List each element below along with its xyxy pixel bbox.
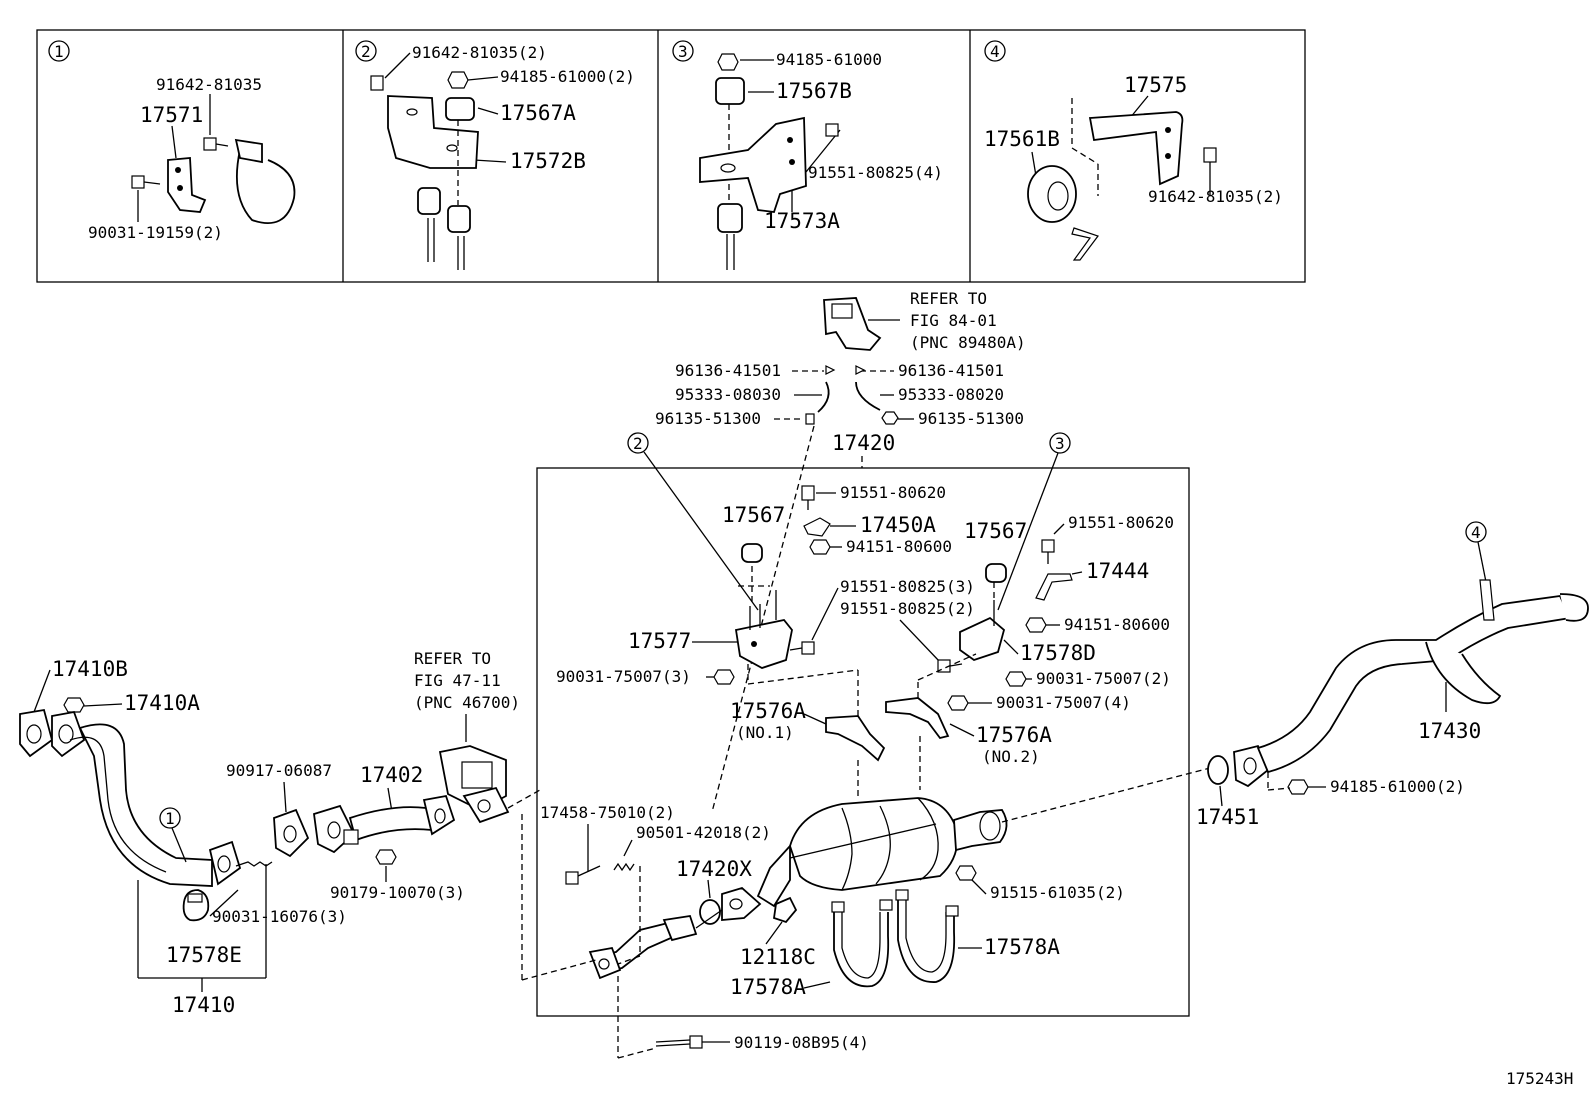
inset-panel-1-index: 1 <box>54 42 64 61</box>
label-17567-left: 17567 <box>722 503 785 527</box>
label-17420X: 17420X <box>676 857 752 881</box>
label-90917-06087: 90917-06087 <box>226 761 332 780</box>
refer-note-fig84-line3: (PNC 89480A) <box>910 333 1026 352</box>
label-17576A-no2-sub: (NO.2) <box>982 747 1040 766</box>
label-91551-80620-b: 91551-80620 <box>1068 513 1174 532</box>
callout-3: 3 <box>997 432 1071 611</box>
label-17578D: 17578D <box>1020 641 1096 665</box>
label-17410: 17410 <box>172 993 235 1017</box>
label-90501-42018: 90501-42018(2) <box>636 823 771 842</box>
fasteners-bottom: 17458-75010(2) 90501-42018(2) 12118C 175… <box>540 803 1125 1059</box>
label-90179-10070: 90179-10070(3) <box>330 883 465 902</box>
label-17402: 17402 <box>360 763 423 787</box>
label-94185-61000-2: 94185-61000(2) <box>1330 777 1465 796</box>
label-95333-08020: 95333-08020 <box>898 385 1004 404</box>
label-17571: 17571 <box>140 103 203 127</box>
label-17578E: 17578E <box>166 943 242 967</box>
tail-pipe-17430: 4 17430 17451 94185-61000(2) <box>1001 521 1589 829</box>
inset-panel-3-index: 3 <box>678 42 688 61</box>
label-17567B: 17567B <box>776 79 852 103</box>
label-17572B: 17572B <box>510 149 586 173</box>
bracket-17577: 17577 91551-80825(3) 90031-75007(3) <box>556 566 975 686</box>
label-17458-75010: 17458-75010(2) <box>540 803 675 822</box>
sensor-group: REFER TO FIG 84-01 (PNC 89480A) 96136-41… <box>655 289 1026 813</box>
label-17567A: 17567A <box>500 101 576 125</box>
label-91642-81035-2: 91642-81035(2) <box>412 43 547 62</box>
refer-note-fig84-line1: REFER TO <box>910 289 987 308</box>
callout-3-text: 3 <box>1055 434 1065 453</box>
inset-panel-2-index: 2 <box>361 42 371 61</box>
label-96135-51300-left: 96135-51300 <box>655 409 761 428</box>
bracket-17578D: 91551-80825(2) 17578D 90031-75007(2) 900… <box>840 582 1171 712</box>
label-17420: 17420 <box>832 431 895 455</box>
refer-note-fig47-line3: (PNC 46700) <box>414 693 520 712</box>
label-17578A-left: 17578A <box>730 975 806 999</box>
label-94185-61000: 94185-61000 <box>776 50 882 69</box>
catalytic-assembly-box: 17420 <box>536 431 1190 1017</box>
inset-panel-2: 2 91642-81035(2) 94185-61000(2) 17567A 1… <box>355 40 635 270</box>
label-17410B: 17410B <box>52 657 128 681</box>
label-17410A: 17410A <box>124 691 200 715</box>
label-96136-41501-right: 96136-41501 <box>898 361 1004 380</box>
inset-panel-4-index: 4 <box>990 42 1000 61</box>
label-17567-right: 17567 <box>964 519 1027 543</box>
label-12118C: 12118C <box>740 945 816 969</box>
front-pipe-17410: 17410B 17410A 1 17578E 90031-16076(3) 17… <box>19 657 347 1017</box>
label-91515-61035: 91515-61035(2) <box>990 883 1125 902</box>
label-17430: 17430 <box>1418 719 1481 743</box>
heat-shields: 17576A (NO.1) 17576A (NO.2) <box>730 653 1052 800</box>
callout-2-text: 2 <box>633 434 643 453</box>
label-96136-41501-left: 96136-41501 <box>675 361 781 380</box>
label-90031-75007-4: 90031-75007(4) <box>996 693 1131 712</box>
label-17576A-no2: 17576A <box>976 723 1052 747</box>
label-91551-80825-3: 91551-80825(3) <box>840 577 975 596</box>
label-94185-61000-2: 94185-61000(2) <box>500 67 635 86</box>
label-17576A-no1-sub: (NO.1) <box>736 723 794 742</box>
figure-id: 175243H <box>1506 1069 1573 1088</box>
inset-panel-3: 3 94185-61000 17567B 91551-80825(4) 1757… <box>672 40 943 270</box>
label-17451: 17451 <box>1196 805 1259 829</box>
inset-panel-4: 4 17575 17561B 91642-81035(2) <box>984 40 1283 261</box>
callout-2: 2 <box>627 432 759 611</box>
inlet-pipe-17420X: 17420X <box>588 857 762 980</box>
label-90031-75007-3: 90031-75007(3) <box>556 667 691 686</box>
label-17450A: 17450A <box>860 513 936 537</box>
catalytic-converter-17420 <box>756 797 1008 908</box>
refer-note-fig84-line2: FIG 84-01 <box>910 311 997 330</box>
label-91642-81035-2b: 91642-81035(2) <box>1148 187 1283 206</box>
pipe-17402-group: 90917-06087 17402 90179-10070(3) <box>226 761 465 902</box>
label-96135-51300-right: 96135-51300 <box>918 409 1024 428</box>
label-91642-81035: 91642-81035 <box>156 75 262 94</box>
refer-note-fig47-line1: REFER TO <box>414 649 491 668</box>
label-91551-80825-4: 91551-80825(4) <box>808 163 943 182</box>
upper-hardware: 91551-80620 17450A 94151-80600 17567 175… <box>722 483 1174 634</box>
label-17561B: 17561B <box>984 127 1060 151</box>
label-94151-80600-a: 94151-80600 <box>846 537 952 556</box>
label-90119-08B95: 90119-08B95(4) <box>734 1033 869 1052</box>
label-94151-80600-b: 94151-80600 <box>1064 615 1170 634</box>
callout-1-text: 1 <box>165 809 175 828</box>
label-91551-80620-a: 91551-80620 <box>840 483 946 502</box>
label-17444: 17444 <box>1086 559 1149 583</box>
label-90031-16076: 90031-16076(3) <box>212 907 347 926</box>
callout-4-text: 4 <box>1471 523 1481 542</box>
label-17575: 17575 <box>1124 73 1187 97</box>
label-95333-08030: 95333-08030 <box>675 385 781 404</box>
label-90031-75007-2: 90031-75007(2) <box>1036 669 1171 688</box>
label-17578A-right: 17578A <box>984 935 1060 959</box>
label-17577: 17577 <box>628 629 691 653</box>
label-90031-19159: 90031-19159(2) <box>88 223 223 242</box>
inset-panel-1: 1 91642-81035 17571 90031-19159(2) <box>48 40 296 242</box>
label-17573A: 17573A <box>764 209 840 233</box>
refer-note-fig47-line2: FIG 47-11 <box>414 671 501 690</box>
label-91551-80825-2: 91551-80825(2) <box>840 599 975 618</box>
egr-valve-group: REFER TO FIG 47-11 (PNC 46700) <box>414 649 597 981</box>
inset-panel-row <box>36 29 1306 283</box>
label-17576A-no1: 17576A <box>730 699 806 723</box>
